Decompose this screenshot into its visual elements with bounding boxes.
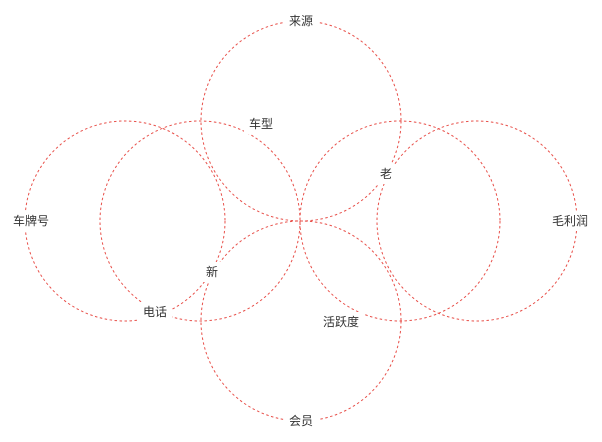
circle-left-inner	[99, 120, 301, 322]
circle-bottom	[200, 220, 402, 422]
label-chepaihao: 车牌号	[13, 213, 49, 228]
circle-right-outer	[376, 120, 578, 322]
label-laiyuan: 来源	[289, 14, 313, 28]
circle-top	[200, 20, 402, 222]
label-maolirun: 毛利润	[552, 214, 588, 228]
label-huoyuedu: 活跃度	[323, 314, 359, 329]
circle-right-inner	[299, 120, 501, 322]
label-xin: 新	[206, 264, 218, 279]
circle-left-outer	[24, 120, 226, 322]
label-huiyuan: 会员	[289, 414, 313, 428]
label-dianhua: 电话	[143, 305, 167, 319]
label-chexing: 车型	[249, 116, 273, 131]
label-lao: 老	[380, 167, 392, 181]
